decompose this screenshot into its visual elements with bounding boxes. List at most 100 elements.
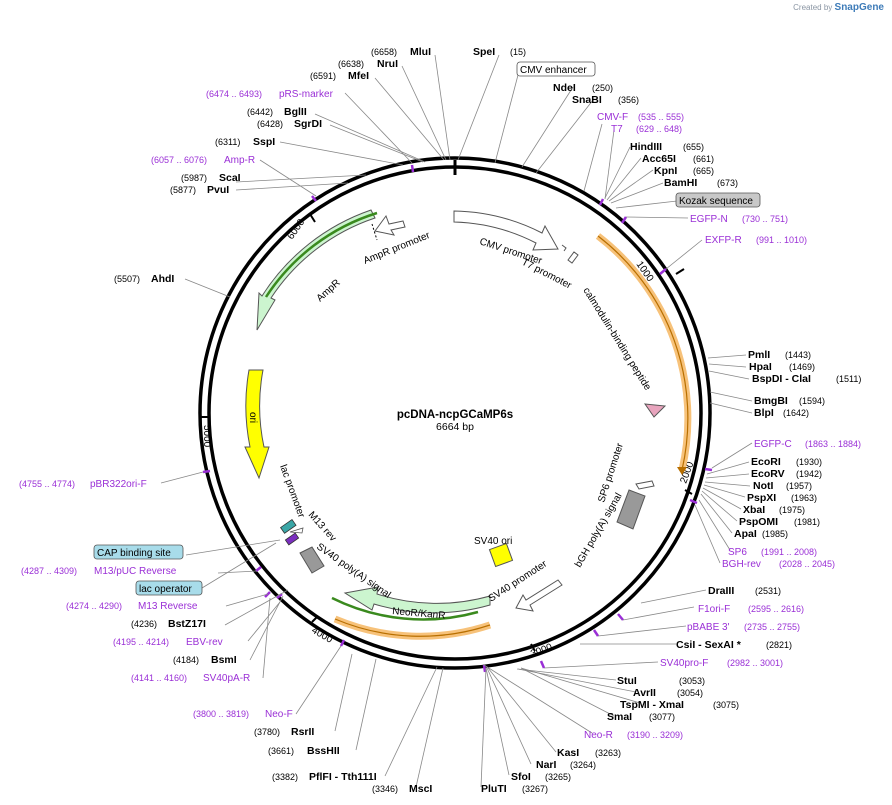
enzyme-pos: (1594) xyxy=(799,396,825,406)
ampr-arrow xyxy=(256,209,376,331)
cbp-arrow-tip xyxy=(677,467,687,475)
enzyme-pos: (6428) xyxy=(257,119,283,129)
cbp-pink-arrow xyxy=(643,403,667,418)
primer-pos: (2028 .. 2045) xyxy=(779,559,835,569)
enzyme-name: PspXI xyxy=(747,492,776,504)
enzyme-name: BsmI xyxy=(211,654,237,666)
neor-kanr-arrow xyxy=(343,586,491,614)
ampr-promoter-arrow xyxy=(374,214,406,236)
enzyme-name: BamHI xyxy=(664,177,697,189)
primer-name: T7 xyxy=(611,124,623,135)
enzyme-pos: (3077) xyxy=(649,712,675,722)
primer-pos: (3190 .. 3209) xyxy=(627,730,683,740)
sv40-ori-block xyxy=(488,542,514,568)
enzyme-name: HpaI xyxy=(749,361,772,373)
primer-name: pBR322ori-F xyxy=(90,479,147,490)
label-ampr-promoter: AmpR promoter xyxy=(362,230,432,267)
enzyme-name: AhdI xyxy=(151,273,174,285)
enzyme-name: PluTI xyxy=(481,783,507,795)
enzyme-pos: (3346) xyxy=(372,784,398,794)
primer-name: Neo-R xyxy=(584,730,613,741)
enzyme-pos: (3053) xyxy=(679,676,705,686)
enzyme-name: MluI xyxy=(410,46,431,58)
enzyme-name: NarI xyxy=(536,759,557,771)
primer-name: BGH-rev xyxy=(722,559,761,570)
enzyme-pos: (356) xyxy=(618,95,639,105)
enzyme-pos: (6311) xyxy=(215,137,240,147)
enzyme-name: SgrDI xyxy=(294,118,322,130)
label-sv40-ori: SV40 ori xyxy=(474,536,512,547)
enzyme-name: BlpI xyxy=(754,407,774,419)
enzyme-name: SmaI xyxy=(607,711,632,723)
primer-pos: (535 .. 555) xyxy=(638,112,684,122)
tick-3000: 3000 xyxy=(529,642,554,660)
primer-name: EBV-rev xyxy=(186,637,223,648)
enzyme-name: SfoI xyxy=(511,771,531,783)
primer-name: Amp-R xyxy=(224,155,255,166)
brand-prefix: Created by xyxy=(793,3,833,12)
ampr-green-highlight xyxy=(264,211,378,298)
primer-name: EXFP-R xyxy=(705,235,742,246)
enzyme-pos: (673) xyxy=(717,178,738,188)
label-m13-rev: M13 rev xyxy=(306,510,338,544)
enzyme-pos: (1642) xyxy=(783,408,809,418)
enzyme-pos: (2531) xyxy=(755,586,781,596)
primer-pos: (2595 .. 2616) xyxy=(748,604,804,614)
ampr-dashed-mark xyxy=(371,223,378,241)
enzyme-name: EcoRI xyxy=(751,456,781,468)
box-cap-binding-site: CAP binding site xyxy=(97,548,171,559)
primer-name: F1ori-F xyxy=(698,604,730,615)
enzyme-pos: (4184) xyxy=(173,655,199,665)
enzyme-name: EcoRV xyxy=(751,468,785,480)
enzyme-name: HindIII xyxy=(630,141,662,153)
enzyme-name: SspI xyxy=(253,136,275,148)
enzyme-pos: (6591) xyxy=(310,71,336,81)
enzyme-pos: (1981) xyxy=(794,517,820,527)
label-bgh-polya: bGH poly(A) signal xyxy=(573,491,624,569)
primer-name: M13 Reverse xyxy=(138,601,198,612)
enzyme-pos: (6638) xyxy=(338,59,364,69)
primer-name: CMV-F xyxy=(597,112,628,123)
primer-name: SV40pro-F xyxy=(660,658,708,669)
enzyme-labels: (6658) MluI (6638) NruI (6591) MfeI (644… xyxy=(114,46,861,795)
primer-pos: (3800 .. 3819) xyxy=(193,709,249,719)
primer-name: pRS-marker xyxy=(279,89,334,100)
leader-lines xyxy=(160,54,753,788)
enzyme-pos: (1975) xyxy=(779,505,805,515)
primer-pos: (730 .. 751) xyxy=(742,214,788,224)
enzyme-name: MfeI xyxy=(348,70,369,82)
enzyme-pos: (4236) xyxy=(131,619,157,629)
label-ori: ori xyxy=(247,412,258,423)
cmv-promoter-arrow xyxy=(453,210,559,251)
enzyme-name: MscI xyxy=(409,783,432,795)
enzyme-pos: (1942) xyxy=(796,469,822,479)
enzyme-name: AvrII xyxy=(633,687,656,699)
primer-pos: (2982 .. 3001) xyxy=(727,658,783,668)
enzyme-name: NruI xyxy=(377,58,398,70)
enzyme-pos: (655) xyxy=(683,142,704,152)
enzyme-pos: (3265) xyxy=(545,772,571,782)
enzyme-pos: (3075) xyxy=(713,700,739,710)
enzyme-name: RsrII xyxy=(291,726,314,738)
primer-pos: (629 .. 648) xyxy=(636,124,682,134)
enzyme-name: PspOMI xyxy=(739,516,778,528)
primer-name: pBABE 3' xyxy=(687,622,730,633)
primer-name: SP6 xyxy=(728,547,747,558)
enzyme-name: Acc65I xyxy=(642,153,676,165)
enzyme-pos: (3780) xyxy=(254,727,280,737)
lac-promoter-arrow xyxy=(289,527,304,534)
enzyme-pos: (1930) xyxy=(796,457,822,467)
primer-pos: (4141 .. 4160) xyxy=(131,673,187,683)
enzyme-name: TspMI - XmaI xyxy=(620,699,684,711)
ori-arrow xyxy=(244,369,270,480)
plasmid-length: 6664 bp xyxy=(436,421,474,433)
neor-brown-line xyxy=(334,618,491,637)
sv40-polya-block xyxy=(299,546,325,574)
enzyme-pos: (5987) xyxy=(181,173,207,183)
enzyme-pos: (5877) xyxy=(170,185,196,195)
primer-pos: (4755 .. 4774) xyxy=(19,479,75,489)
label-neor-kanr: NeoR/KanR xyxy=(392,606,446,622)
enzyme-pos: (6442) xyxy=(247,107,273,117)
enzyme-pos: (665) xyxy=(693,166,714,176)
